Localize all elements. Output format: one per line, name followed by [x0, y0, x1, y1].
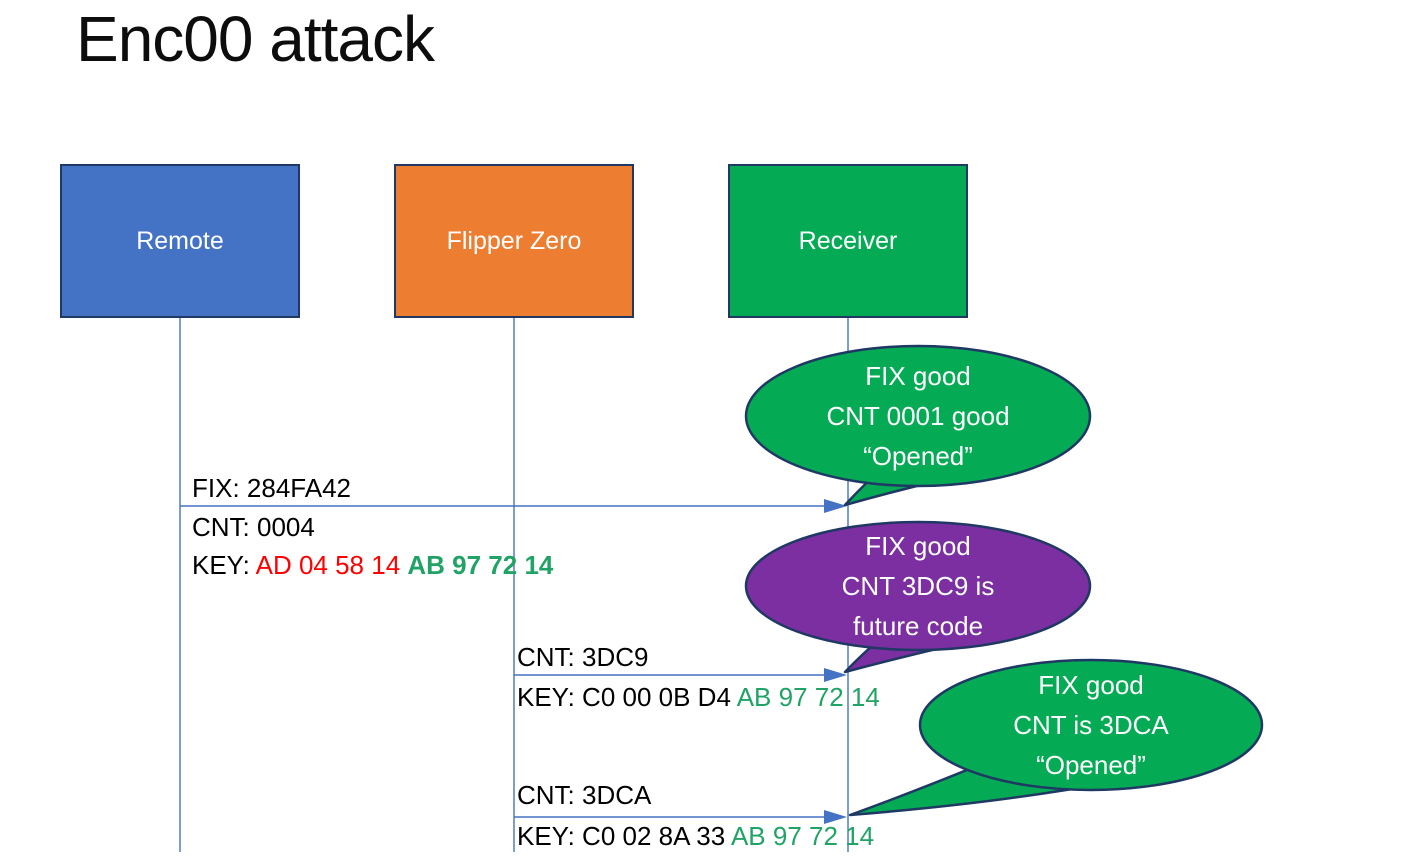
page-title: Enc00 attack — [76, 3, 435, 75]
bubble1-line2: CNT 0001 good — [826, 401, 1010, 431]
speech-bubble-2-text: FIX good CNT 3DC9 is future code — [746, 526, 1090, 646]
msg3-key-label: KEY: C0 02 8A 33 AB 97 72 14 — [517, 820, 874, 852]
actor-label-remote: Remote — [136, 226, 224, 255]
bubble2-line3: future code — [852, 611, 984, 641]
bubble2-line1: FIX good — [865, 531, 971, 561]
bubble1-line3: “Opened” — [863, 441, 973, 471]
speech-bubble-1-text: FIX good CNT 0001 good “Opened” — [746, 356, 1090, 476]
msg3-cnt-label: CNT: 3DCA — [517, 780, 652, 810]
bubble1-line1: FIX good — [865, 361, 971, 391]
msg1-key-label: KEY: AD 04 58 14 AB 97 72 14 — [192, 549, 553, 581]
msg1-cnt-label: CNT: 0004 — [192, 512, 315, 542]
msg3-key-black-bytes: C0 02 8A 33 — [582, 821, 731, 851]
bubble3-line2: CNT is 3DCA — [1013, 710, 1169, 740]
arrowhead-msg1 — [824, 499, 847, 513]
bubble3-line1: FIX good — [1038, 670, 1144, 700]
bubble2-line2: CNT 3DC9 is — [841, 571, 995, 601]
actor-box-receiver: Receiver — [728, 164, 968, 318]
msg2-key-prefix: KEY: — [517, 682, 583, 712]
arrowhead-msg2 — [824, 668, 847, 682]
msg3-key-green-bytes: AB 97 72 14 — [730, 821, 875, 851]
msg2-cnt-label: CNT: 3DC9 — [517, 642, 649, 672]
msg3-key-prefix: KEY: — [517, 821, 583, 851]
speech-bubble-3-text: FIX good CNT is 3DCA “Opened” — [919, 665, 1263, 785]
actor-label-flipper-zero: Flipper Zero — [446, 226, 582, 255]
msg1-key-red-bytes: AD 04 58 14 — [255, 550, 408, 580]
bubble3-line3: “Opened” — [1036, 750, 1146, 780]
actor-label-receiver: Receiver — [798, 226, 898, 255]
msg1-fix-label: FIX: 284FA42 — [192, 473, 351, 503]
actor-box-flipper-zero: Flipper Zero — [394, 164, 634, 318]
msg2-key-black-bytes: C0 00 0B D4 — [582, 682, 737, 712]
msg1-key-green-bytes: AB 97 72 14 — [407, 550, 554, 580]
msg1-key-prefix: KEY: — [192, 550, 256, 580]
msg2-key-label: KEY: C0 00 0B D4 AB 97 72 14 — [517, 681, 880, 713]
actor-box-remote: Remote — [60, 164, 300, 318]
msg2-key-green-bytes: AB 97 72 14 — [736, 682, 880, 712]
